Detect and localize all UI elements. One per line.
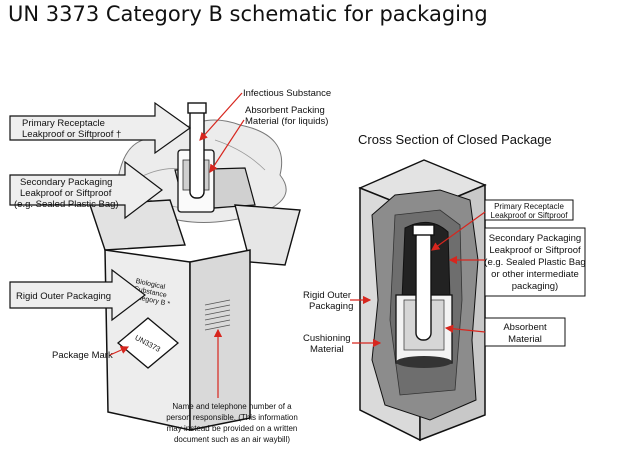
page-title: UN 3373 Category B schematic for packagi… <box>8 2 488 26</box>
svg-text:(e.g. Sealed Plastic Bag): (e.g. Sealed Plastic Bag) <box>14 199 119 210</box>
svg-text:Leakproof or Siftproof: Leakproof or Siftproof <box>491 211 569 220</box>
label-package-mark: Package Mark <box>52 350 113 361</box>
cross-section-title: Cross Section of Closed Package <box>358 132 552 147</box>
cs-label-primary-receptacle: Primary Receptacle Leakproof or Siftproo… <box>484 199 574 221</box>
svg-text:Secondary Packaging: Secondary Packaging <box>489 233 581 244</box>
svg-text:Primary Receptacle: Primary Receptacle <box>22 118 105 129</box>
cs-label-absorbent-material: Absorbent Material <box>484 317 566 347</box>
cs-label-cushioning-2: Material <box>310 344 344 355</box>
label-absorbent-packing-1: Absorbent Packing <box>245 105 325 116</box>
cs-label-secondary-packaging: Secondary Packaging Leakproof or Siftpro… <box>484 227 586 297</box>
name-note-line-3: may instead be provided on a written <box>167 424 298 433</box>
cs-primary-tube <box>415 229 432 341</box>
cs-label-cushioning-1: Cushioning <box>303 333 351 344</box>
open-box-illustration: UN3373 Biological Substance Category B * <box>89 102 301 431</box>
cs-label-rigid-outer-2: Packaging <box>309 301 353 312</box>
svg-text:(e.g. Sealed Plastic Bag: (e.g. Sealed Plastic Bag <box>484 257 585 268</box>
label-absorbent-packing-2: Material (for liquids) <box>245 116 328 127</box>
box-flap-right <box>234 204 301 266</box>
box-side-face <box>189 249 251 431</box>
name-note-line-4: document such as an air waybill) <box>174 435 290 444</box>
svg-text:Leakproof or Siftproof: Leakproof or Siftproof <box>489 245 581 256</box>
cross-section-illustration <box>358 159 487 442</box>
cs-label-rigid-outer-1: Rigid Outer <box>303 290 351 301</box>
label-infectious-substance: Infectious Substance <box>243 88 331 99</box>
svg-text:Material: Material <box>508 334 542 345</box>
callout-secondary-packaging: Secondary Packaging Leakproof or Siftpro… <box>9 160 163 220</box>
svg-text:Absorbent: Absorbent <box>503 322 547 333</box>
primary-tube <box>189 107 205 199</box>
un3373-diamond: UN3373 <box>116 317 180 369</box>
svg-text:Leakproof or Siftproof †: Leakproof or Siftproof † <box>22 129 121 140</box>
svg-text:Leakproof or Siftproof: Leakproof or Siftproof <box>20 188 112 199</box>
callout-rigid-outer-packaging: Rigid Outer Packaging <box>9 268 146 322</box>
svg-text:or other intermediate: or other intermediate <box>491 269 579 280</box>
svg-text:Secondary Packaging: Secondary Packaging <box>20 177 112 188</box>
name-note-line-1: Name and telephone number of a <box>172 402 292 411</box>
svg-text:Primary Receptacle: Primary Receptacle <box>494 202 564 211</box>
callout-primary-receptacle: Primary Receptacle Leakproof or Siftproo… <box>9 101 192 155</box>
svg-text:Rigid Outer Packaging: Rigid Outer Packaging <box>16 291 111 302</box>
svg-text:packaging): packaging) <box>512 281 558 292</box>
name-note-line-2: person responsible. (This information <box>166 413 298 422</box>
